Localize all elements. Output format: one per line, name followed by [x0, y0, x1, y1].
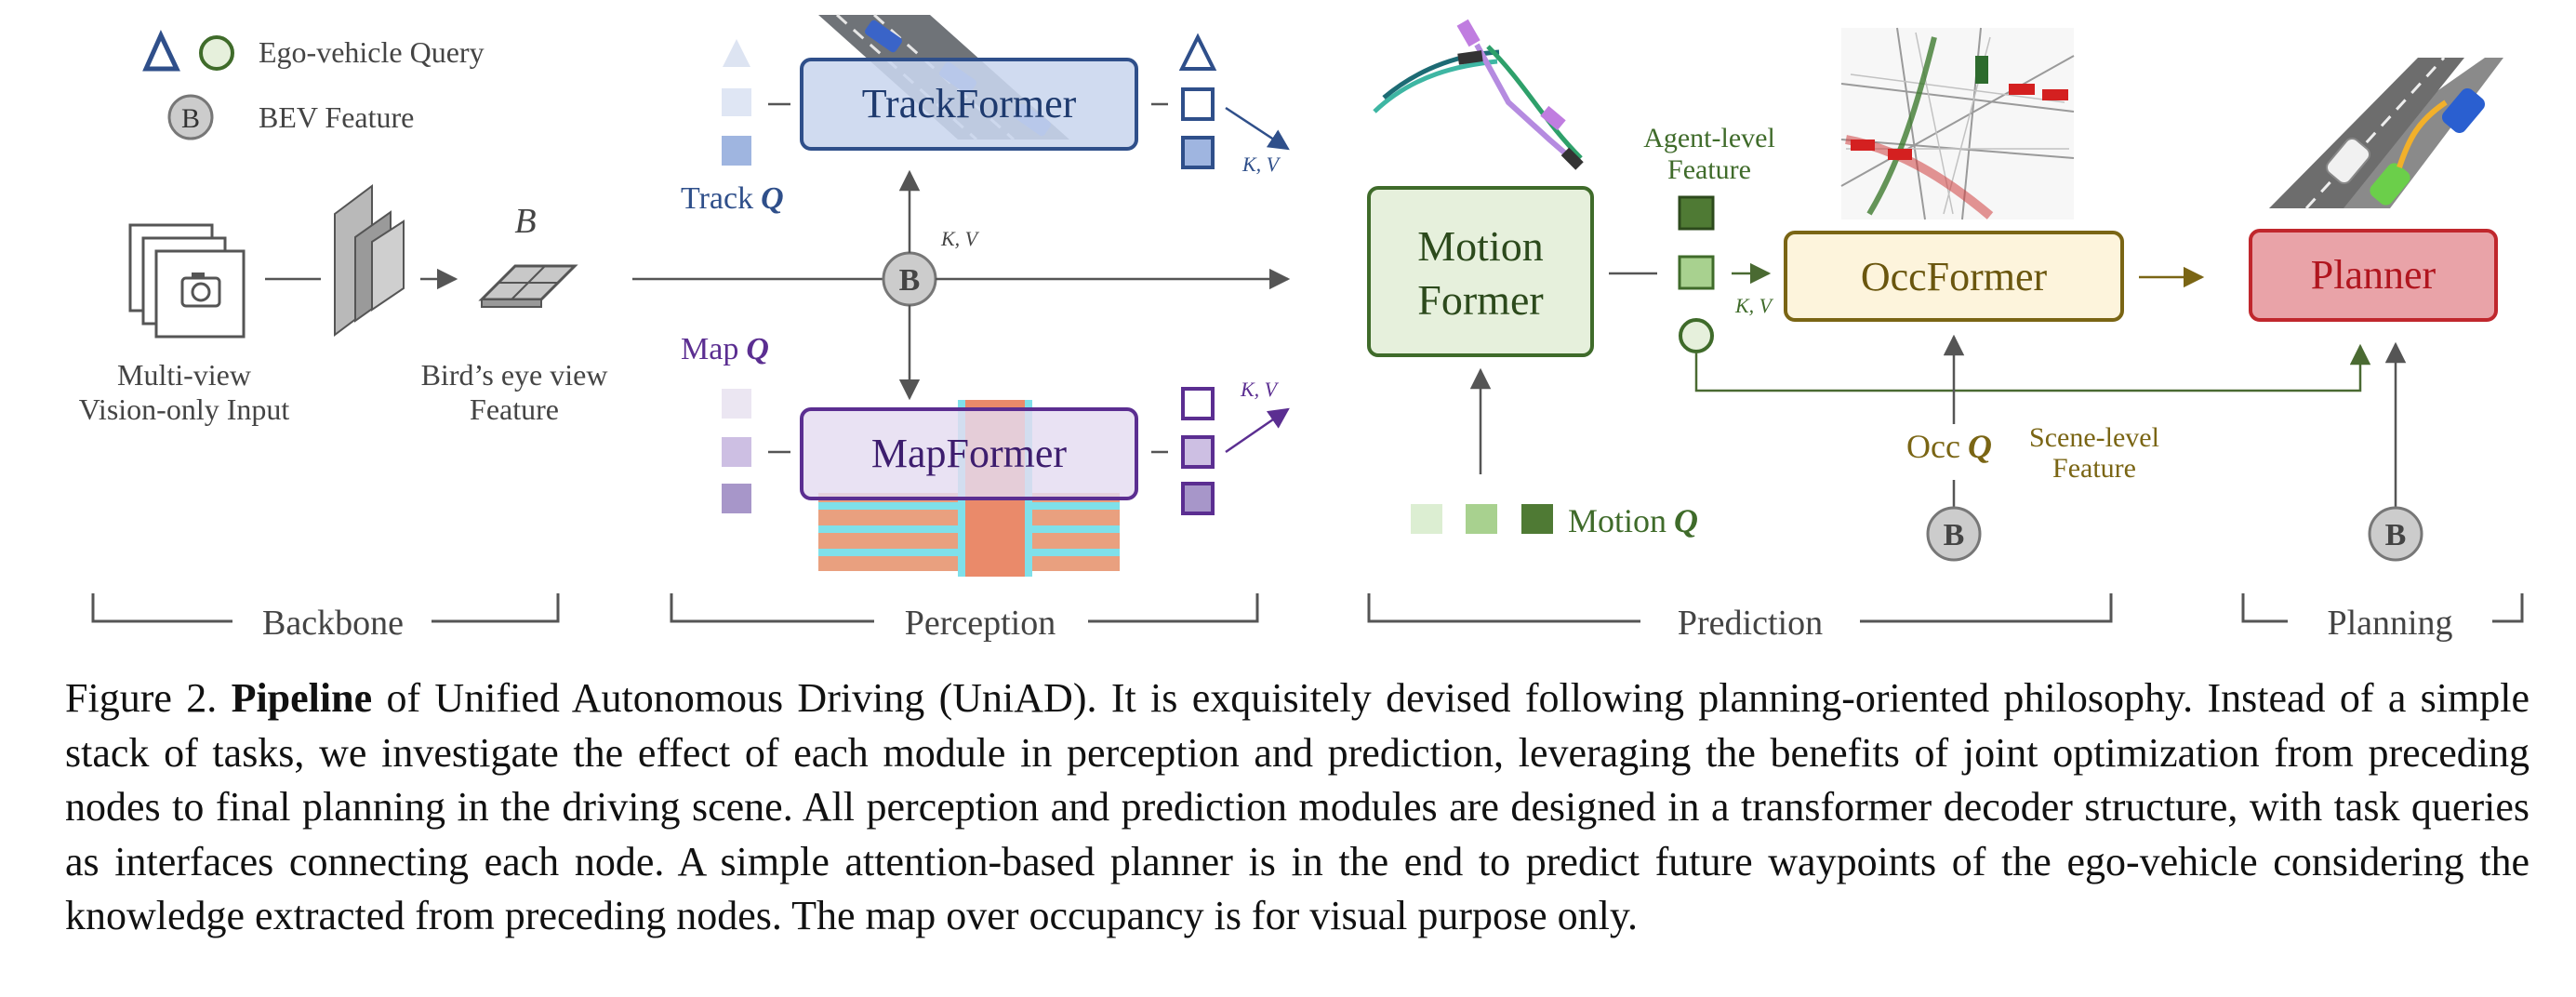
stage-label-planning: Planning: [2327, 604, 2452, 643]
motionformer-label-line2: Former: [1417, 276, 1543, 324]
legend-bev-feature-label: BEV Feature: [259, 100, 414, 134]
planner-bev-circle: [2368, 506, 2423, 562]
legend-bev-circle-icon: [167, 94, 214, 140]
motionformer-label-line1: Motion: [1417, 222, 1543, 270]
bev-symbol-label: B: [514, 202, 536, 241]
center-kv-label: K, V: [940, 227, 980, 250]
occ-bev-symbol: B: [1944, 518, 1965, 552]
mapformer-block: [800, 407, 1138, 500]
backbone-network-icon: [334, 184, 405, 337]
planner-bev-symbol: B: [2385, 518, 2407, 552]
motion-query-dark-square: [1521, 504, 1553, 534]
occformer-label: OccFormer: [1861, 254, 2048, 299]
motion-query-mid-square: [1466, 504, 1497, 534]
scene-feature-label-line1: Scene-level: [2029, 422, 2159, 453]
track-query-light-square: [722, 88, 751, 116]
bev-grid-icon: [478, 264, 578, 308]
trajectory-sketch-icon: [1373, 19, 1584, 170]
motionformer-block: [1367, 186, 1594, 357]
track-query-ego-triangle: [723, 39, 750, 67]
agent-feature-label-line1: Agent-level: [1643, 123, 1775, 153]
perception-bev-symbol: B: [899, 263, 921, 298]
input-label-line2: Vision-only Input: [79, 392, 290, 426]
scene-feature-label-line2: Feature: [2052, 453, 2136, 484]
caption-figure-label: Figure 2.: [65, 675, 218, 721]
ego-query-circle-icon: [199, 35, 234, 71]
map-query-mid-square: [722, 437, 751, 467]
track-out-square-1: [1181, 87, 1215, 121]
legend-bev-symbol: B: [181, 103, 200, 134]
ego-planning-thumbnail: [2269, 56, 2503, 210]
track-out-ego-triangle: [1178, 33, 1217, 71]
map-out-square-2: [1181, 435, 1215, 469]
stage-label-backbone: Backbone: [262, 604, 404, 643]
map-out-square-3: [1181, 482, 1215, 515]
map-kv-label: K, V: [1240, 378, 1280, 401]
motion-query-light-square: [1411, 504, 1442, 534]
agent-out-mid-square: [1678, 255, 1715, 290]
input-label-line1: Multi-view: [117, 358, 251, 392]
agent-kv-label: K, V: [1734, 294, 1774, 317]
map-query-dark-square: [722, 484, 751, 513]
backbone-section: B Multi-view Vision-only Input Bird’s ey…: [79, 184, 608, 426]
trackformer-block: [800, 58, 1138, 151]
planning-section: Planner B: [2249, 56, 2503, 562]
track-kv-label: K, V: [1242, 153, 1281, 176]
uniad-pipeline-diagram: Ego-vehicle Query B BEV Feature: [79, 13, 2524, 643]
track-query-mid-square: [722, 136, 751, 166]
stage-brackets: [91, 593, 2524, 623]
bev-feature-label-line1: Bird’s eye view: [421, 358, 608, 392]
agent-out-dark-square: [1678, 195, 1715, 231]
occformer-block: [1784, 231, 2124, 322]
stage-label-perception: Perception: [905, 604, 1056, 643]
planner-block: [2249, 229, 2498, 322]
stage-label-prediction: Prediction: [1678, 604, 1823, 643]
map-out-square-1: [1181, 387, 1215, 420]
legend: Ego-vehicle Query B BEV Feature: [142, 29, 485, 140]
track-out-square-2: [1181, 136, 1215, 169]
planner-label: Planner: [2311, 252, 2437, 298]
map-query-light-square: [722, 389, 751, 419]
agent-out-ego-circle: [1679, 318, 1714, 353]
bev-feature-label-line2: Feature: [470, 392, 559, 426]
agent-feature-label-line2: Feature: [1667, 154, 1751, 185]
occupancy-scene-thumbnail: [1840, 27, 2075, 220]
mapformer-label: MapFormer: [871, 431, 1068, 476]
caption-body: of Unified Autonomous Driving (UniAD). I…: [65, 675, 2530, 938]
legend-ego-query-label: Ego-vehicle Query: [259, 35, 485, 69]
ego-query-triangle-icon: [142, 29, 180, 72]
trackformer-label: TrackFormer: [862, 81, 1077, 126]
camera-stack-icon: [128, 223, 246, 339]
occ-bev-circle: [1926, 506, 1982, 562]
caption-bold-term: Pipeline: [231, 675, 373, 721]
figure-caption: Figure 2. Pipeline of Unified Autonomous…: [65, 671, 2530, 944]
